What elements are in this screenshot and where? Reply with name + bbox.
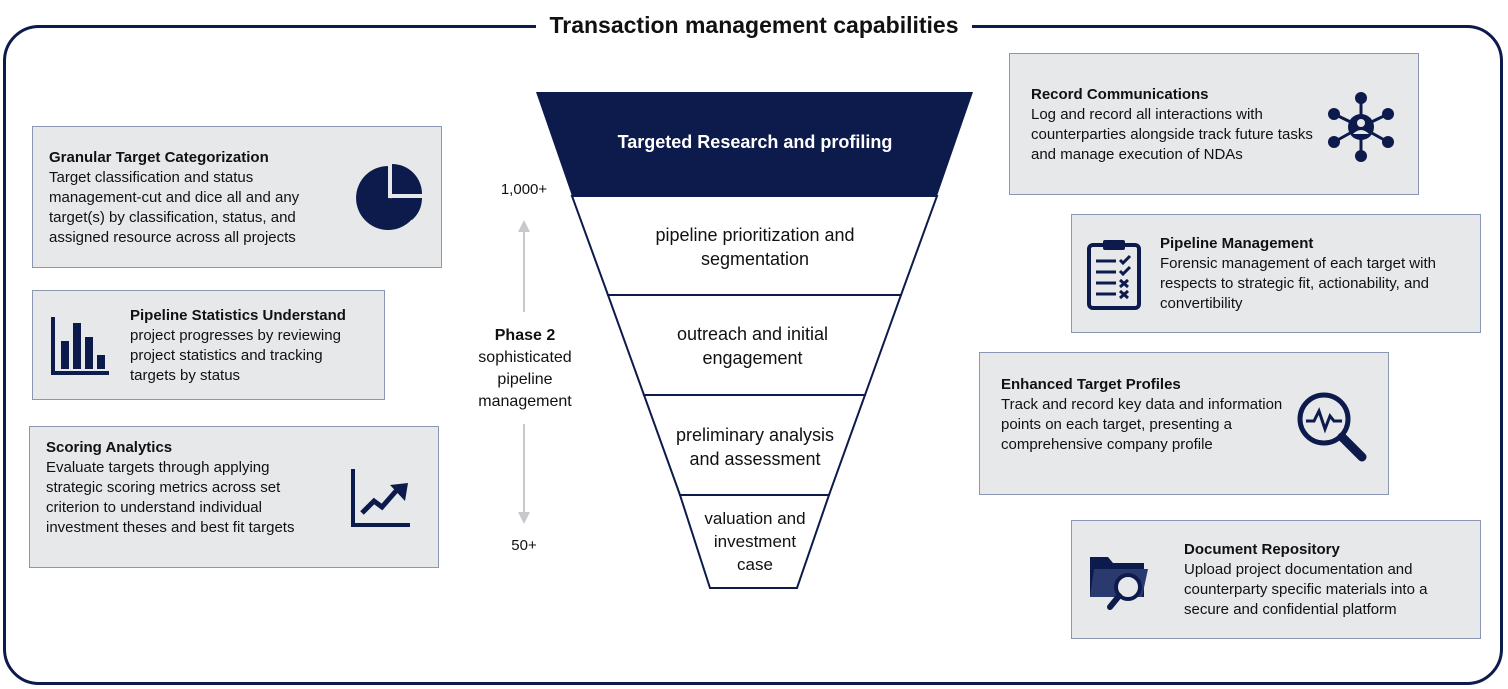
card-title: Granular Target Categorization bbox=[49, 149, 269, 166]
phase-desc-line: sophisticated bbox=[478, 349, 572, 366]
card-text: Upload project documentation and counter… bbox=[1184, 561, 1428, 618]
network-icon bbox=[1328, 92, 1394, 162]
stage-line: investment bbox=[713, 532, 797, 551]
pie-chart-icon bbox=[356, 164, 422, 230]
funnel-stage-5-label: valuation and investment case bbox=[685, 507, 825, 576]
card-text: project progresses by reviewing project … bbox=[130, 327, 341, 384]
top-count: 1,000+ bbox=[500, 181, 548, 198]
phase-desc-line: management bbox=[478, 393, 572, 410]
stage-line: engagement bbox=[702, 348, 803, 368]
card-text: Forensic management of each target with … bbox=[1160, 255, 1436, 312]
stage-line: pipeline prioritization and bbox=[655, 225, 855, 245]
page-title: Transaction management capabilities bbox=[536, 9, 972, 41]
card-title: Document Repository bbox=[1184, 541, 1340, 558]
magnifier-pulse-icon bbox=[1297, 392, 1367, 462]
card-scoring-analytics: Scoring Analytics Evaluate targets throu… bbox=[29, 426, 439, 568]
card-text: Log and record all interactions with cou… bbox=[1031, 106, 1313, 163]
stage-line: valuation and bbox=[704, 509, 806, 528]
funnel-stage-3-label: outreach and initial engagement bbox=[620, 322, 885, 370]
card-text: Track and record key data and informatio… bbox=[1001, 396, 1283, 453]
phase-label: Phase 2 sophisticated pipeline managemen… bbox=[466, 325, 584, 413]
funnel-stage-1 bbox=[536, 92, 973, 196]
card-title: Pipeline Statistics Understand bbox=[130, 307, 346, 324]
trend-chart-icon bbox=[351, 469, 410, 527]
funnel-stage-5 bbox=[678, 494, 831, 589]
card-title: Record Communications bbox=[1031, 86, 1209, 103]
folder-search-icon bbox=[1090, 557, 1148, 610]
stage-line: preliminary analysis bbox=[675, 425, 835, 445]
stage-line: case bbox=[737, 555, 773, 574]
phase-name: Phase 2 bbox=[494, 327, 556, 344]
bottom-count: 50+ bbox=[511, 537, 537, 554]
card-title: Enhanced Target Profiles bbox=[1001, 376, 1181, 393]
card-title: Scoring Analytics bbox=[46, 439, 173, 456]
phase-desc-line: pipeline bbox=[497, 371, 553, 388]
funnel-stage-2-label: pipeline prioritization and segmentation bbox=[590, 223, 920, 271]
card-granular-target-categorization: Granular Target Categorization Target cl… bbox=[32, 126, 442, 268]
card-pipeline-statistics: Pipeline Statistics Understand project p… bbox=[32, 290, 385, 400]
funnel-stage-1-label: Targeted Research and profiling bbox=[617, 132, 893, 152]
card-enhanced-target-profiles: Enhanced Target Profiles Track and recor… bbox=[979, 352, 1389, 495]
card-title: Pipeline Management bbox=[1160, 235, 1314, 252]
card-document-repository: Document Repository Upload project docum… bbox=[1071, 520, 1481, 639]
card-text: Evaluate targets through applying strate… bbox=[46, 459, 295, 536]
card-text: Target classification and status managem… bbox=[49, 169, 300, 246]
clipboard-checklist-icon bbox=[1087, 240, 1141, 310]
card-pipeline-management: Pipeline Management Forensic management … bbox=[1071, 214, 1481, 333]
card-record-communications: Record Communications Log and record all… bbox=[1009, 53, 1419, 195]
bar-chart-icon bbox=[51, 317, 109, 375]
stage-line: outreach and initial bbox=[676, 324, 829, 344]
stage-line: segmentation bbox=[700, 249, 810, 269]
funnel-stage-4-label: preliminary analysis and assessment bbox=[655, 423, 855, 471]
stage-line: and assessment bbox=[689, 449, 821, 469]
